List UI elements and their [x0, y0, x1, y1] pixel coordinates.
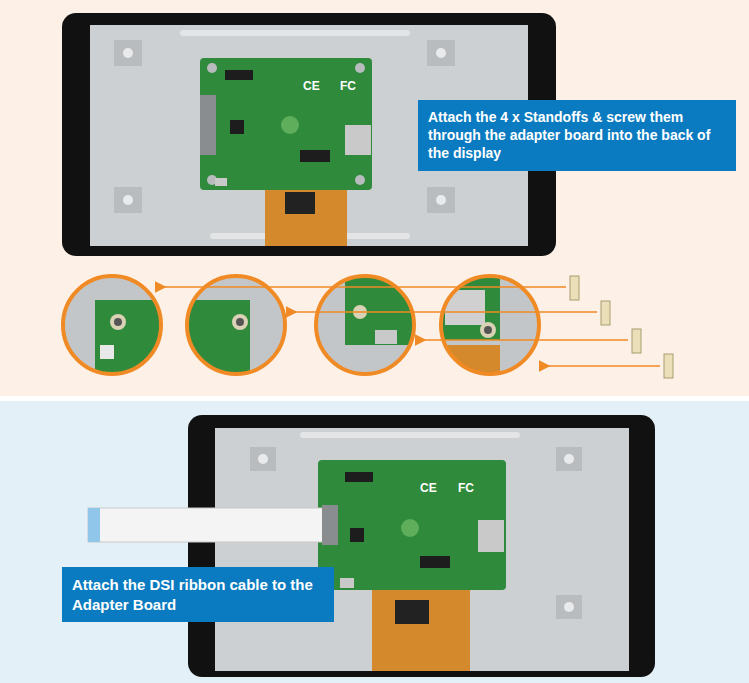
board-marking: CE [420, 482, 437, 494]
standoffs [570, 276, 673, 378]
top-panel [0, 0, 749, 396]
display-bottom [88, 415, 655, 677]
board-marking: CE [303, 80, 320, 92]
callout-box: Attach the DSI ribbon cable to the Adapt… [62, 567, 334, 622]
board-marking: FC [340, 80, 356, 92]
callout-text: Attach the DSI ribbon cable to the Adapt… [72, 575, 324, 614]
leader-arrows [156, 287, 660, 366]
callout-box: Attach the 4 x Standoffs & screw them th… [418, 100, 736, 171]
bottom-panel [0, 401, 749, 683]
zoom-circles [60, 275, 550, 385]
board-marking: FC [458, 482, 474, 494]
callout-text: Attach the 4 x Standoffs & screw them th… [428, 108, 726, 163]
